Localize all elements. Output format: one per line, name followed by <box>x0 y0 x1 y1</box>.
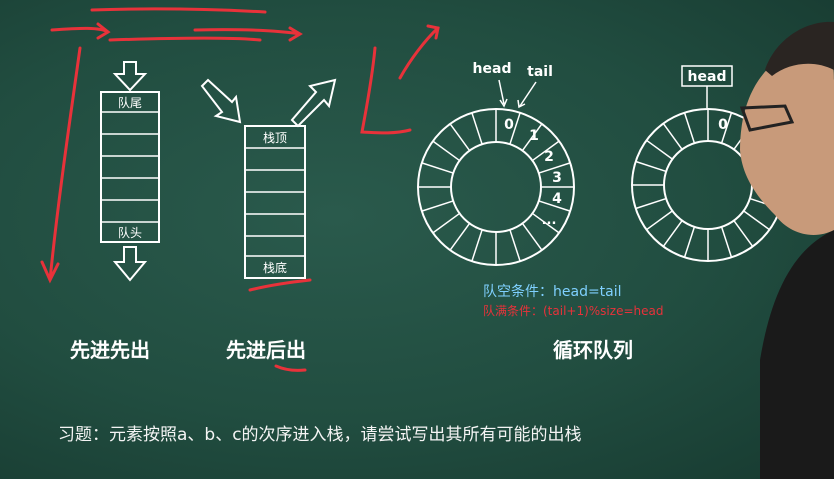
ring-divider <box>683 112 696 144</box>
slot-number: ... <box>542 213 557 228</box>
head-pointer-arrow-icon <box>498 79 505 105</box>
stack-bottom-label: 栈底 <box>263 260 287 275</box>
ring-divider <box>662 123 683 150</box>
stack-caption: 先进后出 <box>226 338 306 362</box>
head-pointer-label-2: head <box>688 69 727 85</box>
circular-queue-diagram-2: head 0 <box>631 65 785 262</box>
slot-number: 2 <box>544 149 554 165</box>
ring-divider <box>421 162 454 174</box>
queue-head-label: 队头 <box>118 225 142 240</box>
queue-out-arrow-icon <box>112 246 148 282</box>
queue-in-arrow-icon <box>112 61 148 92</box>
stack-diagram: 栈顶 栈底 <box>200 78 337 279</box>
ring-divider <box>421 200 454 212</box>
queue-diagram: 队尾 队头 <box>100 61 160 282</box>
ring-divider <box>521 123 543 152</box>
ring-divider <box>432 212 461 234</box>
ring-divider <box>449 222 471 251</box>
ring-divider <box>646 210 673 231</box>
ring-divider <box>720 226 733 258</box>
head-pointer-label: head <box>473 61 512 77</box>
slot-number: 4 <box>552 191 562 207</box>
ring-divider <box>635 197 667 210</box>
tail-pointer-label: tail <box>527 64 553 80</box>
exercise-text: 习题：元素按照a、b、c的次序进入栈，请尝试写出其所有可能的出栈 <box>58 425 582 445</box>
ring-divider <box>646 139 673 160</box>
ring-divider <box>538 162 571 174</box>
ring-divider <box>471 229 483 262</box>
ring-divider <box>521 222 543 251</box>
queue-caption: 先进先出 <box>70 338 150 362</box>
ring-divider <box>531 140 560 162</box>
stack-pop-arrow-icon <box>290 78 337 128</box>
ring-divider <box>471 112 483 145</box>
ring-divider <box>449 123 471 152</box>
empty-condition-text: 队空条件：head=tail <box>483 284 622 300</box>
ring-divider <box>683 226 696 258</box>
circular-queue-caption: 循环队列 <box>553 338 633 362</box>
full-condition-text: 队满条件：(tail+1)%size=head <box>483 304 664 318</box>
ring-divider <box>733 220 754 247</box>
stack-top-label: 栈顶 <box>263 130 287 145</box>
teacher-figure <box>739 21 834 479</box>
stack-push-arrow-icon <box>200 78 242 124</box>
ring-divider <box>720 112 733 144</box>
ring-divider <box>743 210 770 231</box>
circular-queue-diagram: head tail 0 1 2 3 4 ... <box>417 61 575 266</box>
ring-divider <box>635 160 667 173</box>
queue-tail-label: 队尾 <box>118 95 142 110</box>
slot-number: 3 <box>552 170 562 186</box>
ring-divider <box>531 212 560 234</box>
ring-divider <box>432 140 461 162</box>
slot-number: 1 <box>529 128 539 144</box>
ring-divider <box>509 112 521 145</box>
red-chalk-annotations <box>40 7 440 372</box>
ring-divider <box>662 220 683 247</box>
ring-divider <box>509 229 521 262</box>
ring-divider <box>538 200 571 212</box>
slot-number: 0 <box>504 117 514 133</box>
slot-number: 0 <box>718 117 728 133</box>
tail-pointer-arrow-icon <box>519 81 537 107</box>
